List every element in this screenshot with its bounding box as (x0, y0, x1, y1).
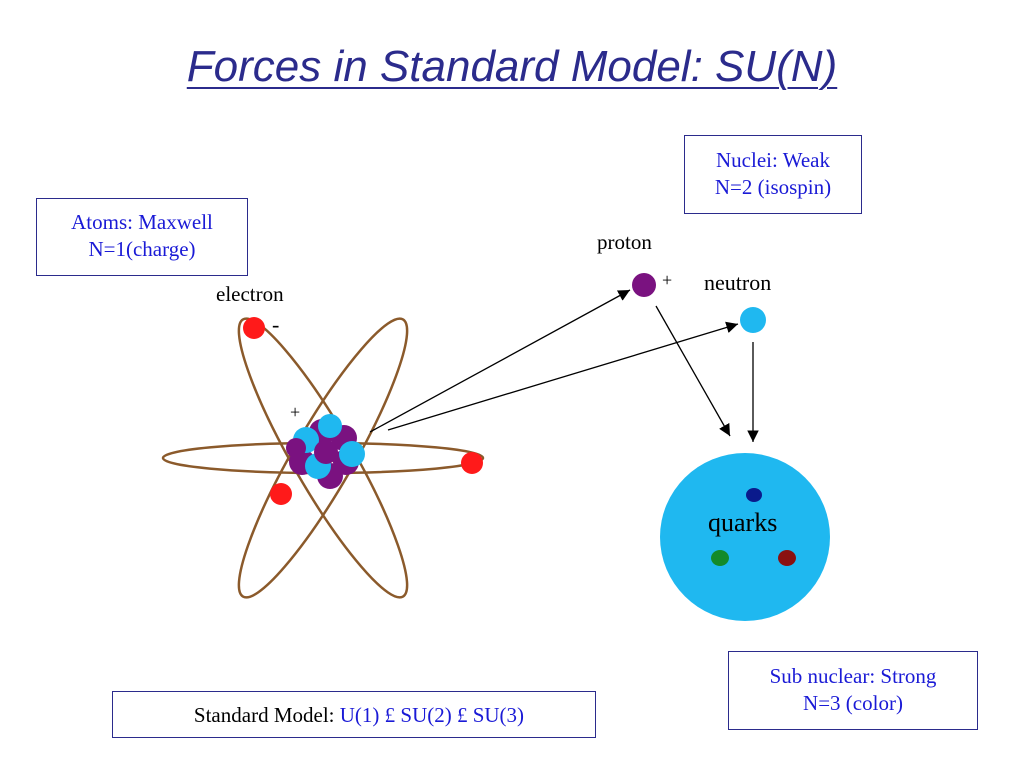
proton-ball (286, 438, 306, 458)
arrow-to-proton (369, 289, 631, 433)
quark-red (778, 550, 796, 566)
electron-label: electron (216, 282, 284, 306)
nuclei-box-line2: N=2 (isospin) (714, 175, 832, 199)
nuclei-box: Nuclei: Weak N=2 (isospin) (684, 135, 862, 214)
atoms-box: Atoms: Maxwell N=1(charge) (36, 198, 248, 276)
standard-model-prefix: Standard Model: (193, 703, 340, 727)
electron-ball (243, 317, 265, 339)
neutron-ball (318, 414, 342, 438)
proton-label: proton (597, 230, 652, 254)
subnuclear-box: Sub nuclear: Strong N=3 (color) (728, 651, 978, 730)
electron-ball (461, 452, 483, 474)
standard-model-formula: U(1) £ SU(2) £ SU(3) (339, 703, 525, 727)
neutron-label: neutron (704, 270, 772, 295)
subnuclear-box-line1: Sub nuclear: Strong (769, 664, 937, 688)
nucleus-sign: + (290, 402, 301, 422)
quarks-label: quarks (708, 508, 778, 537)
nuclei-box-line1: Nuclei: Weak (716, 148, 830, 172)
quark-bag (660, 453, 830, 621)
proton-particle (632, 273, 656, 297)
proton-sign: + (662, 270, 673, 290)
subnuclear-box-line2: N=3 (color) (803, 691, 903, 715)
electron-sign: - (272, 312, 280, 337)
proton-ball (314, 440, 338, 464)
nucleus-cluster (286, 414, 365, 489)
atoms-box-line1: Atoms: Maxwell (71, 210, 213, 234)
arrow-proton-to-quarks (655, 305, 731, 437)
arrow-to-neutron (387, 321, 739, 431)
electron-ball (270, 483, 292, 505)
neutron-ball (339, 441, 365, 467)
neutron-particle (740, 307, 766, 333)
atoms-box-line2: N=1(charge) (88, 237, 196, 261)
standard-model-box: Standard Model: U(1) £ SU(2) £ SU(3) (112, 691, 596, 738)
quark-green (711, 550, 729, 566)
quark-blue (746, 488, 762, 502)
slide-title: Forces in Standard Model: SU(N) (186, 42, 838, 91)
